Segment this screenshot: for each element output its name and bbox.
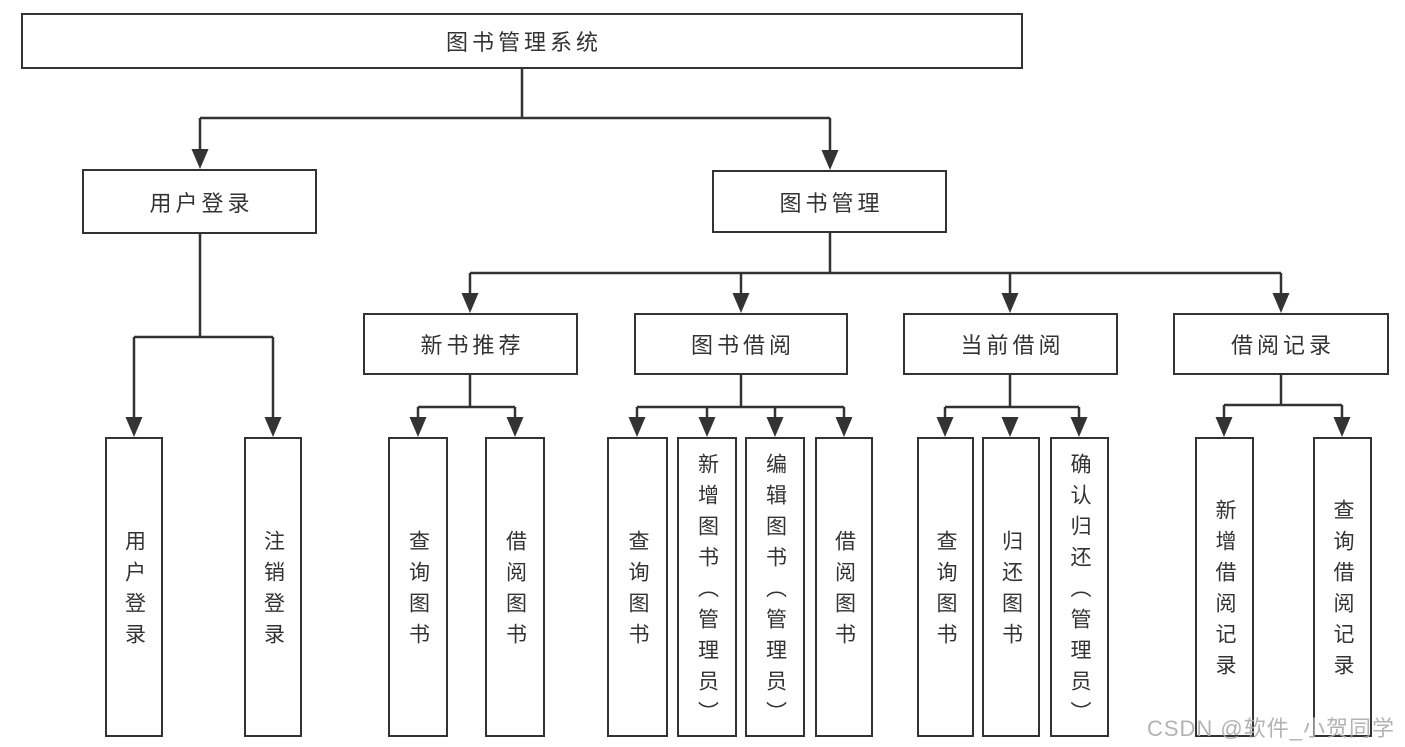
- node-book-borrowing: 图书借阅: [634, 313, 848, 375]
- node-current-borrowing: 当前借阅: [903, 313, 1118, 375]
- leaf-add-book-admin: 新增图书（管理员）: [677, 437, 737, 737]
- node-label: 用户登录: [122, 530, 146, 654]
- node-label: 查询图书: [934, 530, 958, 654]
- leaf-borrow-books-recommend: 借阅图书: [485, 437, 545, 737]
- node-label: 借阅图书: [832, 530, 856, 654]
- node-label: 图书借阅: [690, 333, 795, 358]
- node-label: 查询图书: [406, 530, 430, 654]
- leaf-borrow-books-borrowing: 借阅图书: [815, 437, 873, 737]
- leaf-query-borrow-record: 查询借阅记录: [1313, 437, 1372, 737]
- node-label: 编辑图书（管理员）: [763, 452, 787, 732]
- node-user-login: 用户登录: [82, 169, 317, 234]
- leaf-logout: 注销登录: [244, 437, 302, 737]
- node-label: 图书管理系统: [445, 30, 602, 55]
- node-label: 确认归还（管理员）: [1068, 452, 1092, 732]
- leaf-query-books-recommend: 查询图书: [388, 437, 448, 737]
- node-label: 当前借阅: [960, 333, 1065, 358]
- leaf-user-login: 用户登录: [105, 437, 163, 737]
- node-label: 新增图书（管理员）: [695, 452, 719, 732]
- node-label: 图书管理: [779, 190, 884, 216]
- node-borrowing-records: 借阅记录: [1173, 313, 1389, 375]
- leaf-return-books: 归还图书: [982, 437, 1040, 737]
- node-label: 注销登录: [261, 530, 285, 654]
- node-label: 新增借阅记录: [1213, 499, 1237, 685]
- node-library-management-system: 图书管理系统: [21, 13, 1023, 69]
- node-new-book-recommendation: 新书推荐: [363, 313, 578, 375]
- leaf-query-books-borrowing: 查询图书: [607, 437, 668, 737]
- node-label: 归还图书: [999, 530, 1023, 654]
- node-label: 查询借阅记录: [1331, 499, 1355, 685]
- node-book-management: 图书管理: [712, 170, 947, 233]
- node-label: 借阅记录: [1230, 333, 1335, 358]
- leaf-edit-book-admin: 编辑图书（管理员）: [745, 437, 805, 737]
- leaf-query-books-current: 查询图书: [917, 437, 974, 737]
- node-label: 用户登录: [149, 190, 254, 216]
- node-label: 借阅图书: [503, 530, 527, 654]
- leaf-add-borrow-record: 新增借阅记录: [1195, 437, 1254, 737]
- csdn-watermark: CSDN @软件_小贺同学: [1146, 716, 1395, 741]
- node-label: 新书推荐: [420, 333, 525, 358]
- leaf-confirm-return-admin: 确认归还（管理员）: [1050, 437, 1109, 737]
- node-label: 查询图书: [626, 530, 650, 654]
